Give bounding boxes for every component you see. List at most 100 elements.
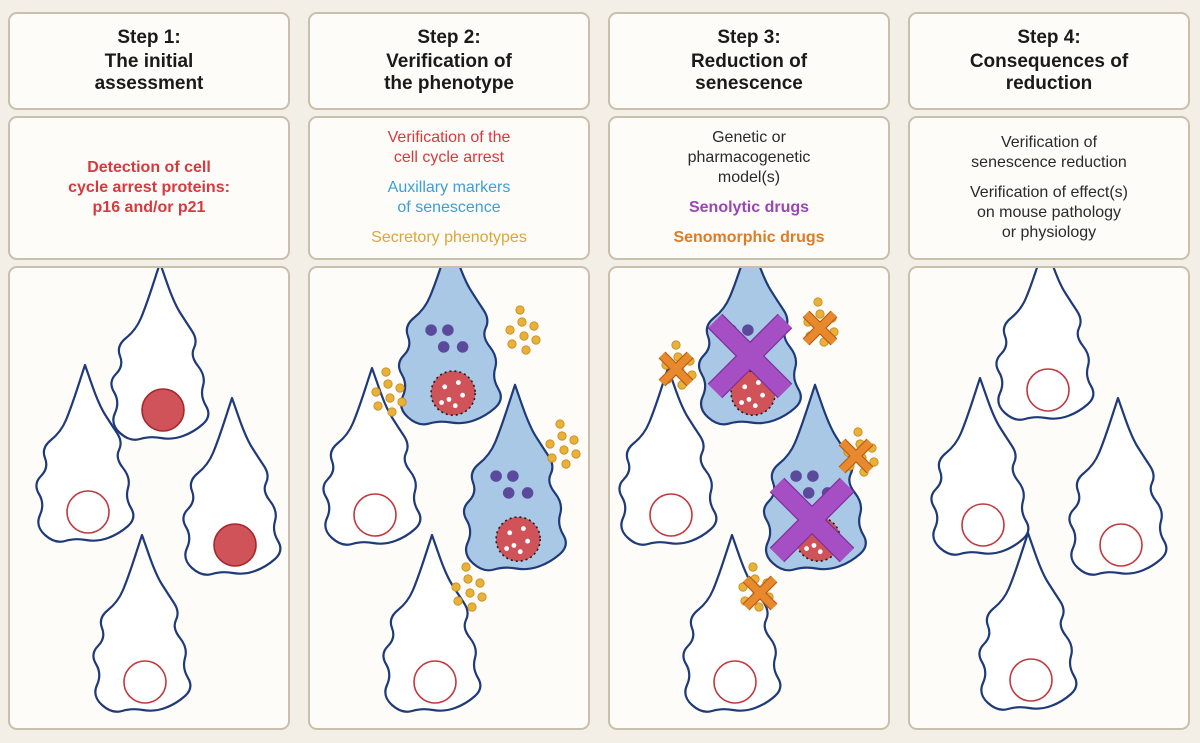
cell-membrane [35, 363, 135, 543]
step-1-desc-line-1: Detection of cell [87, 159, 211, 176]
step-2-title-line-1: Verification of [386, 51, 512, 72]
secretory-dot [748, 562, 758, 572]
senescent-cell [397, 268, 502, 426]
secretory-dot [387, 407, 397, 417]
cell-membrane [110, 268, 210, 441]
granule [490, 470, 502, 482]
secretory-dot [451, 582, 461, 592]
nucleus-speckle [446, 396, 452, 402]
secretory-dot [569, 435, 579, 445]
nucleus [413, 660, 457, 704]
secretory-dot [853, 427, 863, 437]
step-2-desc-line-3: Auxillary markers [387, 179, 511, 196]
nucleus-speckle [442, 384, 448, 390]
nucleus-speckle [746, 396, 752, 402]
nucleus-p16-positive [141, 388, 185, 432]
step-1-description: Detection of cell cycle arrest proteins:… [8, 116, 290, 260]
secretory-dot [507, 339, 517, 349]
secretory-cluster [505, 305, 541, 355]
x-stroke [839, 439, 873, 473]
secretory-dot [517, 317, 527, 327]
cell-membrane [1068, 396, 1168, 576]
nucleus-speckle [752, 403, 758, 409]
secretory-dot [671, 340, 681, 350]
nucleus-speckle [739, 400, 745, 405]
senomorphic-x [838, 438, 874, 474]
secretory-dot [545, 439, 555, 449]
nucleus [1099, 523, 1143, 567]
cell-membrane [92, 533, 192, 713]
nucleus-speckle [452, 403, 458, 409]
nucleus [1009, 658, 1053, 702]
nucleus-speckle [760, 392, 766, 398]
step-3-desc-line-4: Senolytic drugs [688, 199, 810, 216]
secretory-dot [754, 602, 764, 612]
senomorphic-x [658, 351, 694, 387]
step-2-header: Step 2: Verification of the phenotype [308, 12, 590, 110]
secretory-dot [463, 574, 473, 584]
nucleus-speckle [439, 400, 445, 405]
step-2-cells [322, 268, 581, 713]
step-2-title-line-2: the phenotype [384, 73, 514, 94]
secretory-dot [505, 325, 515, 335]
secretory-dot [395, 383, 405, 393]
step-4-illustration [908, 266, 1190, 730]
x-stroke [770, 478, 854, 562]
secretory-cluster [545, 419, 581, 469]
secretory-cluster [451, 562, 487, 612]
granule [802, 487, 815, 499]
nucleus [1026, 368, 1070, 412]
nucleus [649, 493, 693, 537]
normal-cell [930, 376, 1030, 556]
nucleus-speckle [504, 546, 510, 551]
normal-cell [1068, 396, 1168, 576]
cell-membrane [995, 268, 1095, 421]
x-stroke [803, 311, 837, 345]
normal-cell [618, 366, 718, 546]
secretory-dot [813, 297, 823, 307]
step-4-desc-line-3: Verification of effect(s) [970, 184, 1128, 201]
step-4-number: Step 4: [1017, 27, 1081, 48]
normal-cell [995, 268, 1095, 421]
step-3-title-line-1: Reduction of [690, 51, 808, 72]
nucleus [123, 660, 167, 704]
step-4-title-line-1: Consequences of [969, 51, 1129, 72]
nucleus [66, 490, 110, 534]
granule [502, 487, 515, 499]
senomorphic-x [742, 575, 778, 611]
secretory-dot [397, 397, 407, 407]
step-1-desc-line-3: p16 and/or p21 [92, 199, 206, 216]
secretory-dot [373, 401, 383, 411]
step-1-title-line-2: assessment [94, 73, 204, 94]
nucleus [353, 493, 397, 537]
step-3-title-line-2: senescence [695, 73, 803, 94]
nucleus-senescent [495, 516, 541, 562]
nucleus-speckle [525, 538, 531, 544]
x-stroke [708, 314, 792, 398]
step-1-illustration [8, 266, 290, 730]
secretory-dot [557, 431, 567, 441]
cell-membrane [930, 376, 1030, 556]
nucleus-speckle [811, 542, 817, 548]
step-1-number: Step 1: [117, 27, 181, 48]
normal-cell [682, 533, 782, 713]
senolytic-x [707, 313, 793, 399]
granule [521, 487, 534, 499]
x-stroke [659, 352, 693, 386]
step-2-desc-line-1: Verification of the [387, 129, 511, 146]
granule [507, 470, 519, 482]
secretory-dot [519, 331, 529, 341]
secretory-dot [815, 309, 825, 319]
step-1-cells [35, 268, 282, 713]
normal-cell [978, 531, 1078, 711]
granule [425, 324, 437, 336]
granule [790, 470, 802, 482]
secretory-dot [381, 367, 391, 377]
secretory-dot [385, 393, 395, 403]
nucleus-speckle [517, 549, 523, 555]
step-4-cells [930, 268, 1168, 711]
secretory-dot [869, 457, 879, 467]
step-2-desc-line-5: Secretory phenotypes [371, 229, 527, 246]
granule [442, 324, 454, 336]
step-1-desc-line-2: cycle arrest proteins: [68, 179, 230, 196]
